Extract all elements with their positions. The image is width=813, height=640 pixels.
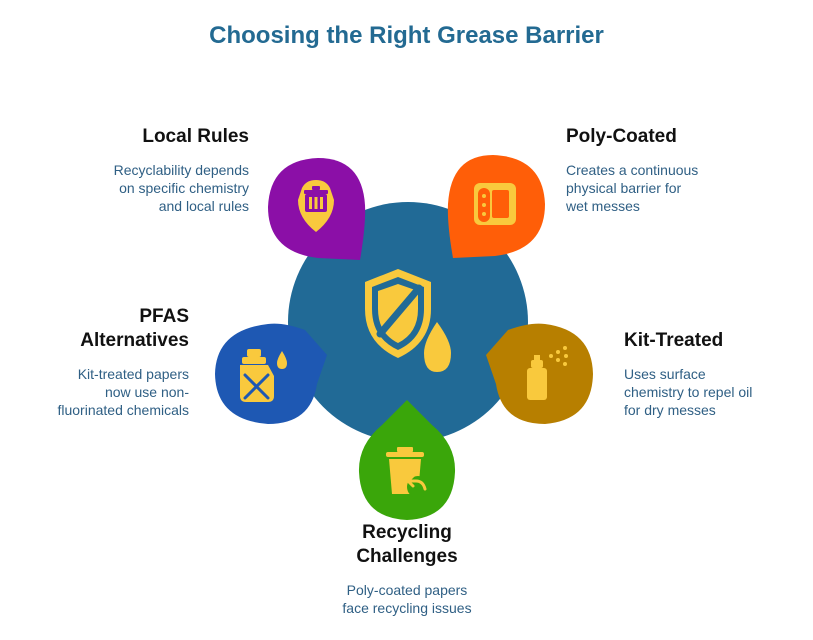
desc-line: for dry messes xyxy=(624,402,716,418)
desc-line: Uses surface xyxy=(624,366,706,382)
node-kit-treated-desc: Uses surface chemistry to repel oil for … xyxy=(624,365,804,419)
recycle-bin-icon xyxy=(386,447,429,498)
desc-line: physical barrier for xyxy=(566,180,682,196)
label-line: Challenges xyxy=(356,546,458,567)
desc-line: Poly-coated papers xyxy=(346,582,468,598)
node-kit-treated-label: Kit-Treated xyxy=(624,330,724,351)
spray-can-icon xyxy=(527,346,568,400)
desc-line: Kit-treated papers xyxy=(77,366,189,382)
desc-line: Recyclability depends xyxy=(113,162,249,178)
node-local-rules-bubble xyxy=(268,158,366,260)
desc-line: now use non- xyxy=(104,384,189,400)
node-poly-coated-desc: Creates a continuous physical barrier fo… xyxy=(566,161,766,215)
desc-line: on specific chemistry xyxy=(119,180,249,196)
trash-bin-icon xyxy=(298,180,334,232)
desc-line: and local rules xyxy=(158,198,249,214)
node-recycling-challenges-bubble xyxy=(358,400,456,520)
node-recycling-challenges-label: Recycling Challenges xyxy=(307,521,507,569)
node-local-rules-label: Local Rules xyxy=(142,126,249,147)
node-local-rules-desc: Recyclability depends on specific chemis… xyxy=(60,161,249,215)
node-poly-coated-label: Poly-Coated xyxy=(566,126,677,147)
desc-line: chemistry to repel oil xyxy=(624,384,753,400)
chemical-bottle-icon xyxy=(240,349,287,402)
paper-roll-icon xyxy=(474,183,516,225)
shield-droplet-icon xyxy=(365,269,451,372)
node-kit-treated-bubble xyxy=(486,323,593,424)
desc-line: face recycling issues xyxy=(342,600,472,616)
node-pfas-alternatives-desc: Kit-treated papers now use non- fluorina… xyxy=(19,365,189,419)
node-poly-coated-bubble xyxy=(447,155,545,258)
desc-line: fluorinated chemicals xyxy=(57,402,189,418)
label-line: Recycling xyxy=(362,522,452,543)
label-line: PFAS xyxy=(139,306,189,327)
node-pfas-alternatives-bubble xyxy=(215,323,327,424)
desc-line: Creates a continuous xyxy=(566,162,699,178)
diagram-title: Choosing the Right Grease Barrier xyxy=(209,22,604,49)
node-recycling-challenges-desc: Poly-coated papers face recycling issues xyxy=(307,581,507,617)
desc-line: wet messes xyxy=(566,198,640,214)
label-line: Alternatives xyxy=(80,330,189,351)
node-pfas-alternatives-label: PFAS Alternatives xyxy=(29,305,189,353)
